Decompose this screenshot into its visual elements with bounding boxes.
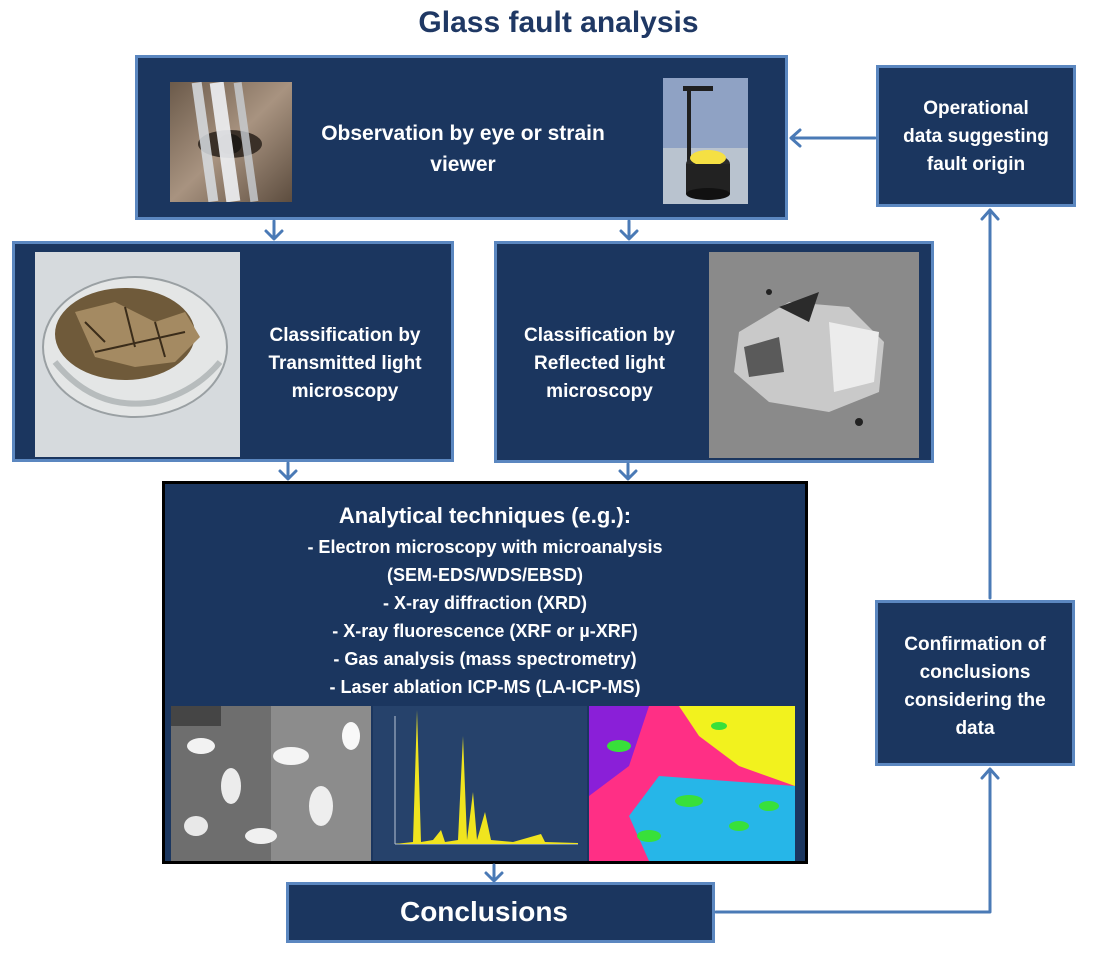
observation-label-line2: viewer bbox=[430, 153, 496, 176]
confirmation-label-line2: conclusions bbox=[919, 662, 1031, 683]
strain-viewer-device-photo bbox=[663, 78, 748, 204]
ebsd-phase-map bbox=[589, 706, 795, 861]
reflected-light-micrograph bbox=[709, 252, 919, 458]
conclusions-box: Conclusions bbox=[286, 882, 715, 943]
analytical-item: - Gas analysis (mass spectrometry) bbox=[333, 649, 637, 669]
conclusions-label: Conclusions bbox=[399, 896, 568, 927]
transmitted-label-line2: Transmitted light bbox=[268, 353, 422, 374]
strain-viewer-eye-photo bbox=[170, 82, 292, 202]
operational-data-box: Operational data suggesting fault origin bbox=[876, 65, 1076, 207]
sem-micrograph bbox=[171, 706, 371, 861]
eds-spectrum bbox=[373, 706, 587, 861]
arrow-conclusions-to-confirmation bbox=[714, 768, 992, 914]
analytical-item: - Electron microscopy with microanalysis bbox=[307, 537, 663, 557]
confirmation-label-line4: data bbox=[955, 718, 995, 739]
confirmation-label-line1: Confirmation of bbox=[904, 634, 1046, 655]
confirmation-label-line3: considering the bbox=[904, 690, 1046, 711]
transmitted-light-box: Classification by Transmitted light micr… bbox=[12, 241, 454, 462]
transmitted-light-micrograph bbox=[35, 252, 240, 457]
analytical-item: - X-ray fluorescence (XRF or µ-XRF) bbox=[332, 621, 638, 641]
transmitted-label-line1: Classification by bbox=[269, 325, 421, 346]
analytical-techniques-box: Analytical techniques (e.g.): - Electron… bbox=[162, 481, 808, 864]
observation-box: Observation by eye or strain viewer bbox=[135, 55, 788, 220]
reflected-label-line2: Reflected light bbox=[534, 353, 665, 374]
reflected-label-line1: Classification by bbox=[524, 325, 675, 346]
observation-label-line1: Observation by eye or strain bbox=[321, 122, 605, 145]
operational-label-line2: data suggesting bbox=[903, 126, 1049, 147]
analytical-item: - Laser ablation ICP-MS (LA-ICP-MS) bbox=[329, 677, 641, 697]
analytical-item: - X-ray diffraction (XRD) bbox=[382, 593, 587, 613]
operational-label-line1: Operational bbox=[923, 98, 1029, 119]
analytical-item: (SEM-EDS/WDS/EBSD) bbox=[386, 565, 583, 585]
operational-label-line3: fault origin bbox=[926, 154, 1026, 175]
confirmation-box: Confirmation of conclusions considering … bbox=[875, 600, 1075, 766]
reflected-light-box: Classification by Reflected light micros… bbox=[494, 241, 934, 463]
analytical-heading: Analytical techniques (e.g.): bbox=[338, 503, 632, 528]
reflected-label-line3: microscopy bbox=[546, 381, 653, 402]
transmitted-label-line3: microscopy bbox=[291, 381, 399, 402]
diagram-title: Glass fault analysis bbox=[418, 6, 699, 39]
